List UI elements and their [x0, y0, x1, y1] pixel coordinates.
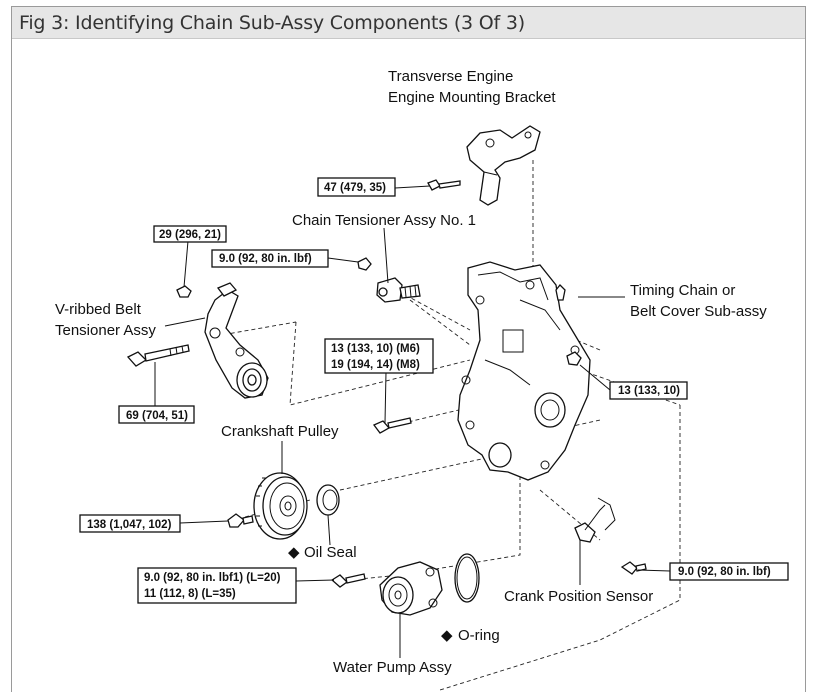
- label-oring: O-ring: [458, 627, 500, 644]
- o-ring: [454, 553, 480, 603]
- vribbed-belt-tensioner: [204, 282, 269, 399]
- chain-tensioner: [376, 277, 421, 303]
- bolt-69-icon: [126, 344, 190, 367]
- label-bracket-1: Transverse Engine: [388, 68, 513, 85]
- diamond-icon: ◆: [441, 627, 453, 644]
- svg-text:13 (133, 10): 13 (133, 10): [618, 385, 680, 397]
- label-timing-2: Belt Cover Sub-assy: [630, 303, 767, 320]
- svg-text:9.0 (92, 80 in. lbf1) (L=20): 9.0 (92, 80 in. lbf1) (L=20): [144, 572, 281, 584]
- label-chain-tensioner: Chain Tensioner Assy No. 1: [292, 212, 476, 229]
- part-labels: Transverse Engine Engine Mounting Bracke…: [55, 68, 767, 676]
- bolt-138-icon: [227, 513, 254, 528]
- svg-text:9.0 (92, 80 in. lbf): 9.0 (92, 80 in. lbf): [219, 253, 312, 265]
- torque-box-47: 47 (479, 35): [317, 177, 396, 197]
- figure-title-bar: Fig 3: Identifying Chain Sub-Assy Compon…: [12, 7, 805, 39]
- figure-title: Fig 3: Identifying Chain Sub-Assy Compon…: [19, 12, 525, 34]
- crankshaft-pulley: [253, 472, 308, 540]
- oil-seal: [316, 484, 340, 516]
- leader-lines: [154, 185, 671, 658]
- svg-text:138 (1,047, 102): 138 (1,047, 102): [87, 519, 172, 531]
- svg-text:19 (194, 14) (M8): 19 (194, 14) (M8): [331, 359, 420, 371]
- label-oil-seal: Oil Seal: [304, 544, 357, 561]
- torque-box-138: 138 (1,047, 102): [79, 514, 181, 533]
- nut-13-icon: [566, 351, 582, 366]
- svg-text:11 (112, 8) (L=35): 11 (112, 8) (L=35): [144, 588, 236, 600]
- nut-29-icon: [176, 285, 192, 298]
- torque-box-9b: 9.0 (92, 80 in. lbf): [669, 562, 789, 581]
- label-bracket-2: Engine Mounting Bracket: [388, 89, 556, 106]
- label-vribbed-1: V-ribbed Belt: [55, 301, 142, 318]
- nut-9a-icon: [357, 257, 372, 271]
- bolt-13-19-icon: [372, 417, 412, 434]
- svg-text:47 (479, 35): 47 (479, 35): [324, 182, 386, 194]
- svg-text:29 (296, 21): 29 (296, 21): [159, 229, 221, 241]
- label-vribbed-2: Tensioner Assy: [55, 322, 156, 339]
- torque-box-9a: 9.0 (92, 80 in. lbf): [211, 249, 329, 268]
- bolt-9c-icon: [330, 573, 366, 588]
- label-timing-1: Timing Chain or: [630, 282, 735, 299]
- water-pump: [379, 561, 443, 616]
- crank-position-sensor: [574, 497, 616, 543]
- engine-mounting-bracket: [466, 125, 541, 206]
- diamond-icon: ◆: [288, 544, 300, 561]
- bolt-47-icon: [427, 179, 461, 191]
- label-water-pump: Water Pump Assy: [333, 659, 452, 676]
- torque-box-69: 69 (704, 51): [118, 405, 195, 424]
- svg-text:69 (704, 51): 69 (704, 51): [126, 410, 188, 422]
- torque-box-13: 13 (133, 10): [609, 381, 688, 400]
- bolt-9b-icon: [620, 561, 647, 575]
- label-crank-pulley: Crankshaft Pulley: [221, 423, 339, 440]
- svg-text:13 (133, 10) (M6): 13 (133, 10) (M6): [331, 343, 420, 355]
- svg-text:9.0 (92, 80 in. lbf): 9.0 (92, 80 in. lbf): [678, 566, 771, 578]
- timing-chain-cover: [457, 261, 591, 481]
- torque-box-29: 29 (296, 21): [153, 225, 227, 243]
- label-crank-sensor: Crank Position Sensor: [504, 588, 653, 605]
- torque-box-13-19: 13 (133, 10) (M6) 19 (194, 14) (M8): [324, 338, 434, 374]
- torque-box-9c-11: 9.0 (92, 80 in. lbf1) (L=20) 11 (112, 8)…: [137, 567, 297, 604]
